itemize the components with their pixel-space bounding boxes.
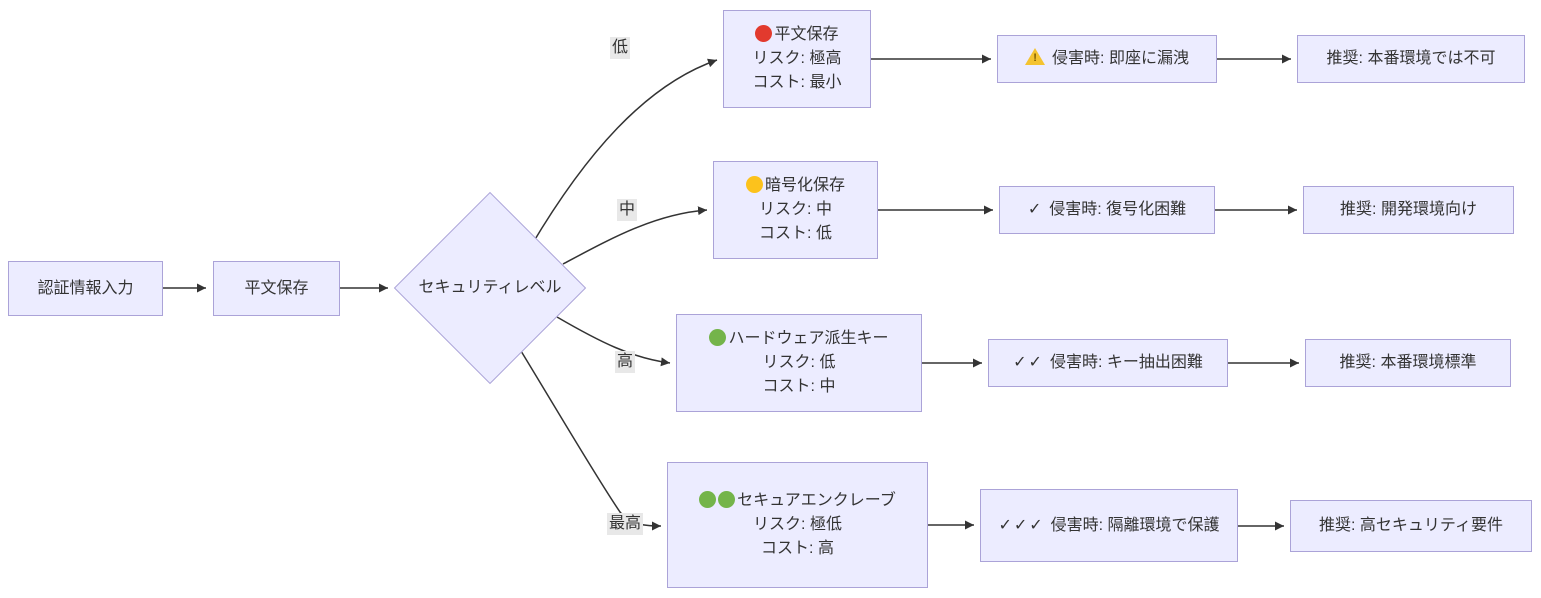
- option-risk: リスク: 低: [762, 354, 836, 371]
- branch-label-low: 低: [610, 37, 631, 59]
- branch-label-high: 高: [615, 351, 636, 373]
- impact-text: 侵害時: 隔離環境で保護: [1050, 516, 1220, 534]
- node-storage-method: 平文保存: [213, 261, 340, 316]
- recommendation-text: 推奨: 本番環境標準: [1339, 354, 1477, 371]
- decision-label: セキュリティレベル: [418, 279, 562, 296]
- option-node-plaintext: 平文保存 リスク: 極高 コスト: 最小: [723, 10, 871, 108]
- branch-label-medium: 中: [617, 199, 638, 221]
- node-credential-input-label: 認証情報入力: [37, 279, 134, 297]
- impact-text: 侵害時: 即座に漏洩: [1052, 50, 1189, 67]
- impact-node-secure-enclave: ✓✓✓ 侵害時: 隔離環境で保護: [980, 489, 1238, 562]
- node-storage-method-label: 平文保存: [244, 279, 309, 297]
- check-marks: ✓✓: [1013, 354, 1044, 371]
- warning-exclamation: !: [1033, 52, 1037, 64]
- check-marks: ✓✓✓: [998, 516, 1045, 534]
- node-credential-input: 認証情報入力: [8, 261, 163, 316]
- green-circle-icon: [699, 491, 717, 508]
- warning-triangle: [1025, 48, 1046, 65]
- option-title: 平文保存: [774, 26, 839, 43]
- impact-node-encrypted: ✓ 侵害時: 復号化困難: [999, 186, 1215, 234]
- recommendation-node-encrypted: 推奨: 開発環境向け: [1303, 186, 1514, 234]
- warning-icon: !: [1025, 47, 1046, 65]
- edge-decision-highest: [520, 350, 662, 531]
- impact-text: 侵害時: キー抽出困難: [1049, 354, 1203, 371]
- recommendation-node-secure-enclave: 推奨: 高セキュリティ要件: [1290, 500, 1532, 552]
- option-node-secure-enclave: セキュアエンクレーブ リスク: 極低 コスト: 高: [667, 462, 928, 588]
- option-cost: コスト: 低: [759, 225, 832, 242]
- impact-node-hardware-key: ✓✓ 侵害時: キー抽出困難: [988, 339, 1228, 387]
- recommendation-text: 推奨: 高セキュリティ要件: [1319, 517, 1503, 534]
- option-title: セキュアエンクレーブ: [737, 492, 896, 509]
- edge-decision-low: [530, 58, 718, 247]
- edge-decision-medium: [562, 206, 708, 265]
- red-circle-icon: [755, 25, 773, 42]
- green-circle-icon: [718, 491, 736, 508]
- recommendation-text: 推奨: 開発環境向け: [1340, 201, 1477, 218]
- option-title: ハードウェア派生キー: [728, 330, 889, 347]
- option-cost: コスト: 最小: [752, 74, 842, 91]
- option-node-encrypted: 暗号化保存 リスク: 中 コスト: 低: [713, 161, 878, 259]
- option-risk: リスク: 極高: [752, 50, 842, 67]
- option-node-hardware-key: ハードウェア派生キー リスク: 低 コスト: 中: [676, 314, 922, 412]
- check-marks: ✓: [1027, 201, 1044, 218]
- option-risk: リスク: 中: [759, 201, 832, 218]
- recommendation-node-plaintext: 推奨: 本番環境では不可: [1297, 35, 1525, 83]
- recommendation-node-hardware-key: 推奨: 本番環境標準: [1305, 339, 1511, 387]
- green-circle-icon: [709, 329, 727, 346]
- recommendation-text: 推奨: 本番環境では不可: [1326, 50, 1496, 67]
- impact-text: 侵害時: 復号化困難: [1049, 201, 1187, 218]
- option-title: 暗号化保存: [764, 177, 845, 194]
- option-cost: コスト: 高: [761, 540, 834, 557]
- option-cost: コスト: 中: [762, 378, 836, 395]
- impact-node-plaintext: ! 侵害時: 即座に漏洩: [997, 35, 1217, 83]
- edge-decision-high: [556, 316, 671, 367]
- branch-label-highest: 最高: [607, 513, 644, 535]
- option-risk: リスク: 極低: [753, 516, 842, 533]
- yellow-circle-icon: [745, 176, 763, 193]
